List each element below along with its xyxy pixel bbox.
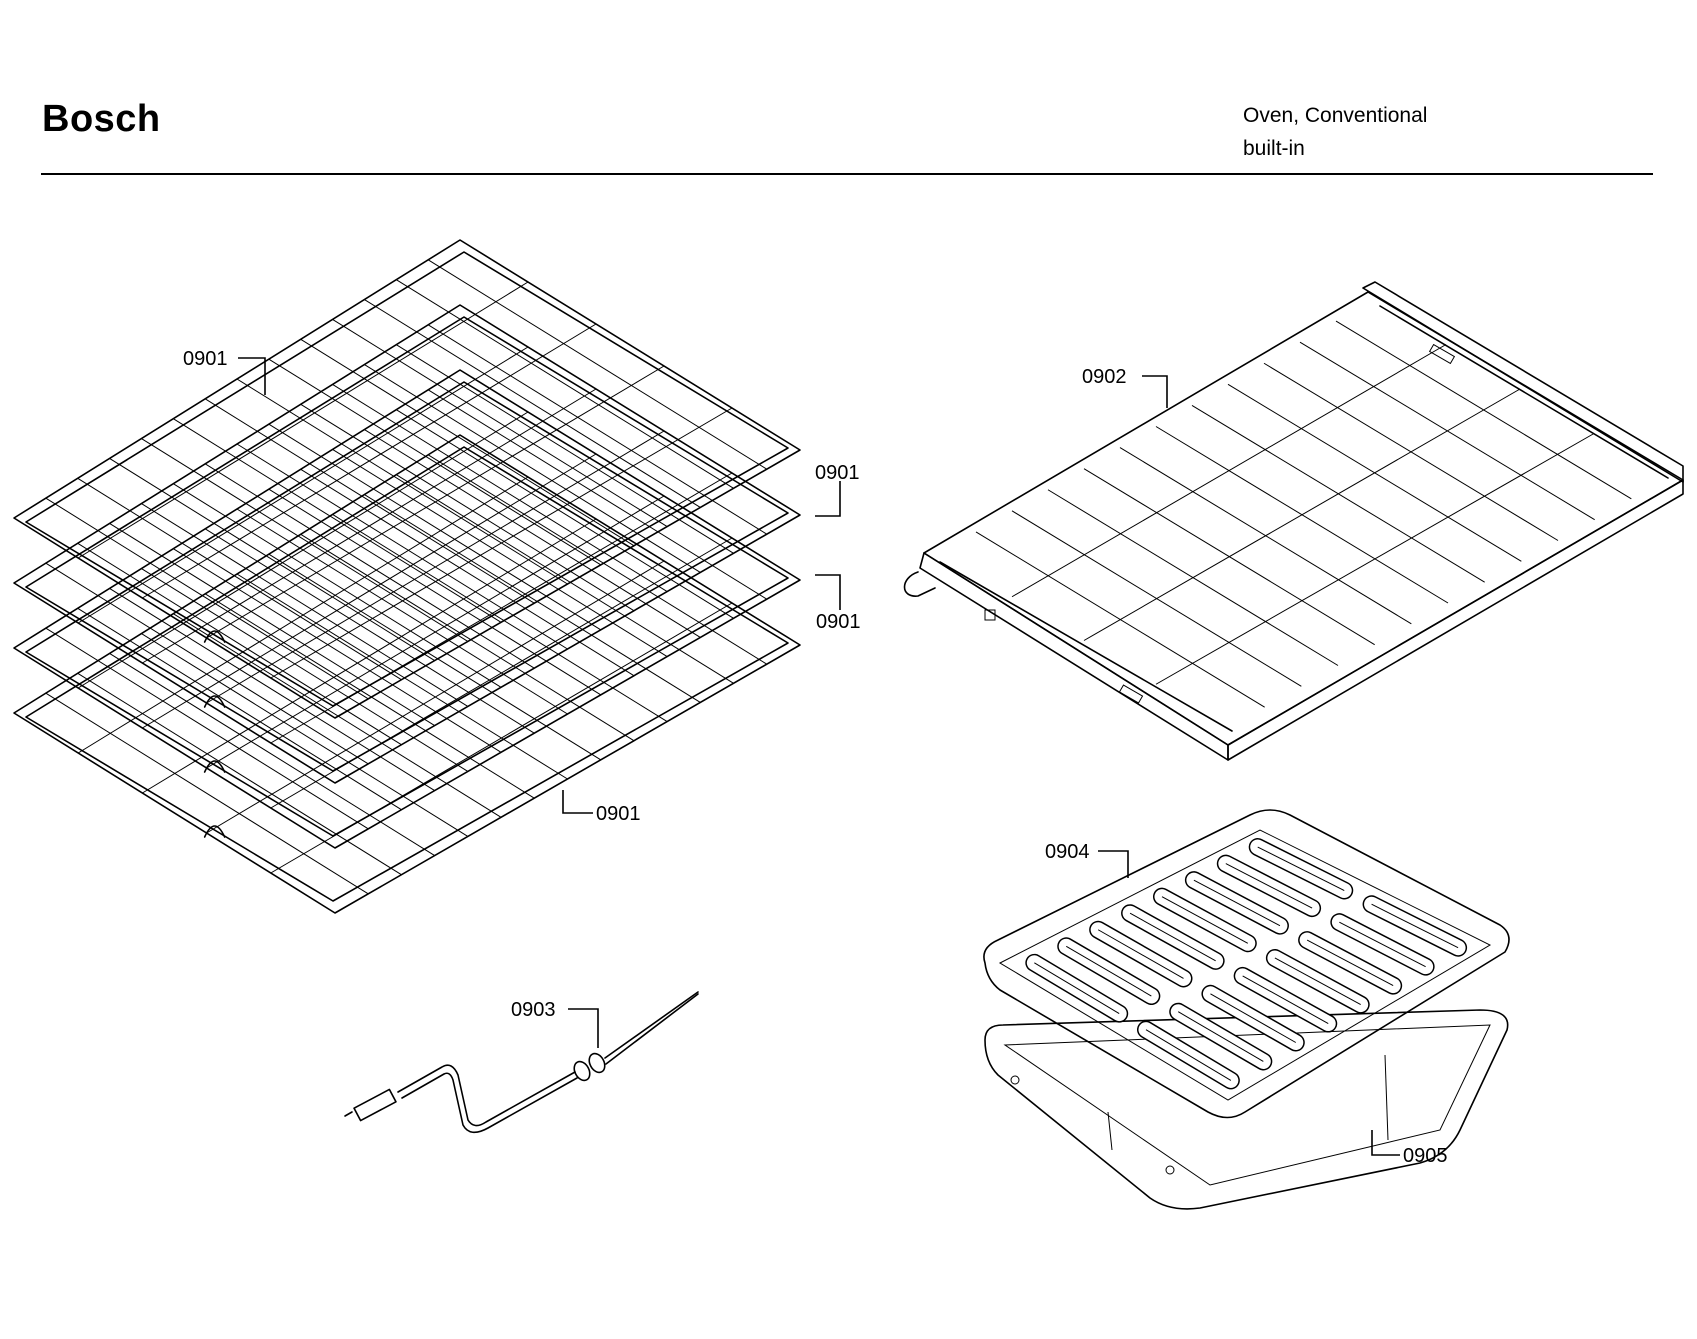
broil-grid-icon [983,809,1510,1119]
broil-pan-icon [984,1009,1509,1210]
label-0905: 0905 [1403,1145,1448,1167]
product-type: Oven, Conventional [1243,104,1428,127]
label-0902: 0902 [1082,366,1127,388]
brand-title: Bosch [42,98,161,140]
product-subtype: built-in [1243,137,1305,160]
label-0901-second: 0901 [815,462,860,484]
wire-rack-icon [13,304,801,784]
wire-rack-icon [13,434,801,914]
label-0901-bottom: 0901 [596,803,641,825]
label-0901-third: 0901 [816,611,861,633]
label-0901-top: 0901 [183,348,228,370]
telescopic-rack-icon [903,281,1684,761]
wire-rack-icon [13,369,801,849]
wire-rack-icon [13,239,801,719]
label-0903: 0903 [511,999,556,1021]
wire-rack-stack [13,239,801,914]
header-divider [41,173,1653,175]
meat-probe-icon [344,991,699,1134]
rack-leaders [238,357,841,814]
label-0904: 0904 [1045,841,1090,863]
